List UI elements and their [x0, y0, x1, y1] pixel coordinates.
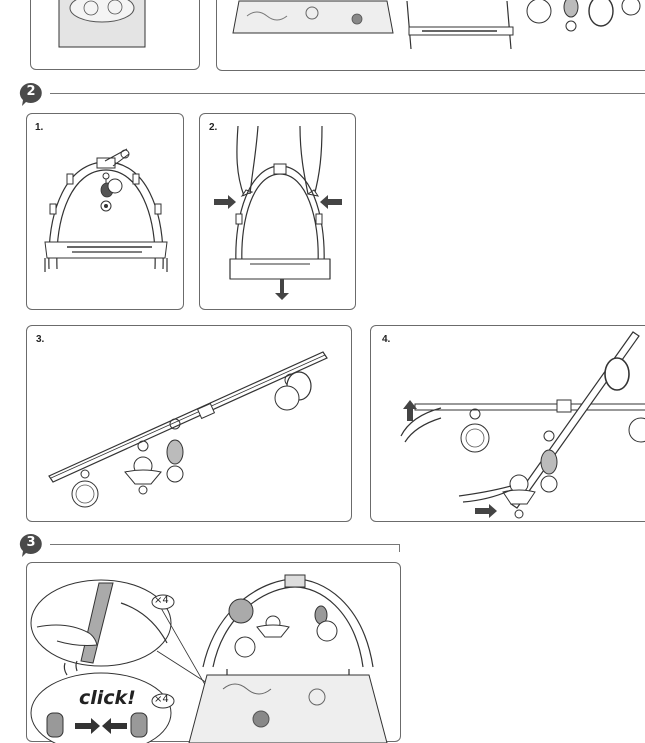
step-4-panel: 4. — [370, 325, 645, 522]
step-3-illustration — [27, 326, 353, 523]
step-1-panel: 1. — [26, 113, 184, 310]
mat-thumbnail-illustration — [31, 0, 201, 71]
times-four-label-a: ×4 — [154, 595, 169, 606]
gym-parts-illustration — [217, 0, 645, 72]
step-1-illustration — [27, 114, 185, 311]
step-2-illustration — [200, 114, 357, 311]
section-3-badge: 3 — [19, 533, 43, 555]
section-3-number: 3 — [19, 535, 43, 550]
step-3-panel: 3. — [26, 325, 352, 522]
section-3-rule — [50, 544, 400, 545]
section-2-rule — [50, 93, 645, 94]
section-2-number: 2 — [19, 84, 43, 99]
section-3-panel: ×4 ×4 click! — [26, 562, 401, 742]
click-callout: click! — [79, 687, 136, 709]
section-2-badge: 2 — [19, 82, 43, 104]
top-panel-left — [30, 0, 200, 70]
top-panel-right — [216, 0, 645, 71]
step-4-illustration — [371, 326, 645, 523]
times-four-label-b: ×4 — [154, 694, 169, 705]
section-3-illustration — [27, 563, 402, 743]
section-3-rule-tick — [399, 544, 400, 552]
step-2-panel: 2. — [199, 113, 356, 310]
